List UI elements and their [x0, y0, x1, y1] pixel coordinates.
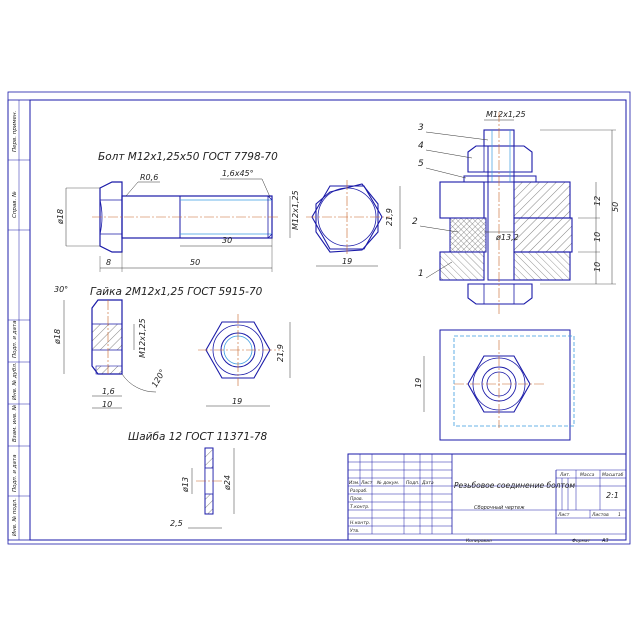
bolt-d30: 30 [222, 236, 232, 245]
tb-role: Разраб. [350, 488, 368, 494]
tb-sheets-count: 1 [618, 512, 621, 518]
washer-thick: 2,5 [170, 519, 183, 528]
assembly-view: М12х1,25 50 12 10 10 ø13,2 [412, 110, 620, 441]
washer-outer: ø24 [223, 475, 232, 491]
leader-5: 5 [418, 159, 424, 169]
tb-role: Пров. [350, 496, 363, 502]
washer-detail: Шайба 12 ГОСТ 11371-78 ø13 ø24 2,5 [128, 431, 268, 529]
bolt-thread: М12х1,25 [291, 190, 300, 230]
bolt-corners: 21,9 [385, 208, 394, 226]
bolt-d8: 8 [106, 258, 111, 267]
title-block: Изм. Лист № докум. Подп. Дата Разраб. Пр… [347, 453, 627, 544]
tb-head: № докум. [376, 480, 399, 486]
nut-flats: 19 [232, 397, 242, 406]
tb-sheets: Листов [591, 512, 609, 518]
asm-d10b: 10 [593, 262, 602, 272]
nut-d10: 10 [102, 400, 112, 409]
tb-copied: Копировал [466, 538, 492, 544]
tb-lit: Лит. [559, 472, 570, 478]
strip-label: Справ. № [12, 191, 18, 218]
strip-label: Инв. № подл. [12, 498, 18, 536]
nut-detail: Гайка 2М12х1,25 ГОСТ 5915-70 30° ø18 М12… [53, 285, 291, 409]
strip-label: Перв. примен. [12, 110, 18, 152]
asm-thread: М12х1,25 [486, 110, 526, 119]
washer-inner: ø13 [181, 477, 190, 493]
tb-scale-label: Масштаб [602, 472, 624, 478]
strip-label: Взам. инв. № [12, 404, 18, 442]
bolt-d50: 50 [190, 258, 200, 267]
tb-subtitle: Сборочный чертеж [474, 505, 525, 511]
tb-scale: 2:1 [606, 491, 619, 500]
asm-d50: 50 [611, 202, 620, 212]
bolt-dia: ø18 [56, 209, 65, 225]
nut-thread: М12х1,25 [138, 318, 147, 358]
strip-label: Подп. и дата [12, 320, 18, 358]
tb-head: Подп. [406, 480, 420, 486]
bolt-detail: Болт М12х1,25х50 ГОСТ 7798-70 ø18 R0,6 1… [56, 151, 401, 272]
nut-title: Гайка 2М12х1,25 ГОСТ 5915-70 [90, 286, 263, 298]
tb-sheet: Лист [557, 512, 570, 518]
asm-hole: ø13,2 [495, 233, 519, 242]
nut-angle120: 120° [150, 368, 167, 389]
tb-head: Дата [421, 480, 434, 486]
tb-title: Резьбовое соединение болтом [454, 481, 575, 490]
tb-role: Н.контр. [350, 520, 370, 526]
bolt-flats: 19 [342, 257, 352, 266]
washer-title: Шайба 12 ГОСТ 11371-78 [128, 431, 268, 443]
leader-1: 1 [418, 269, 424, 279]
nut-angle30: 30° [54, 285, 68, 294]
strip-label: Инв. № дубл. [12, 362, 18, 400]
tb-role: Утв. [350, 528, 359, 534]
bolt-chamfer: 1,6х45° [222, 169, 254, 178]
tb-head: Лист [360, 480, 373, 486]
strip-label: Подп. и дата [12, 454, 18, 492]
asm-d12: 12 [593, 196, 602, 206]
leader-2: 2 [412, 217, 418, 227]
nut-d16: 1,6 [102, 387, 115, 396]
inner-frame [29, 99, 627, 541]
nut-dia: ø18 [53, 329, 62, 345]
bolt-title: Болт М12х1,25х50 ГОСТ 7798-70 [98, 151, 278, 163]
bolt-radius: R0,6 [140, 173, 158, 182]
nut-corners: 21,9 [276, 344, 285, 362]
leader-4: 4 [418, 141, 424, 151]
tb-mass: Масса [580, 472, 595, 478]
leader-3: 3 [418, 123, 424, 133]
tb-head: Изм. [349, 480, 360, 486]
asm-d10a: 10 [593, 232, 602, 242]
tb-format: Формат [572, 538, 591, 544]
asm-width: 19 [414, 378, 423, 388]
side-strip: Перв. примен. Справ. № Подп. и дата Инв.… [7, 99, 31, 541]
tb-format-value: А3 [601, 538, 609, 544]
tb-role: Т.контр. [350, 504, 370, 510]
